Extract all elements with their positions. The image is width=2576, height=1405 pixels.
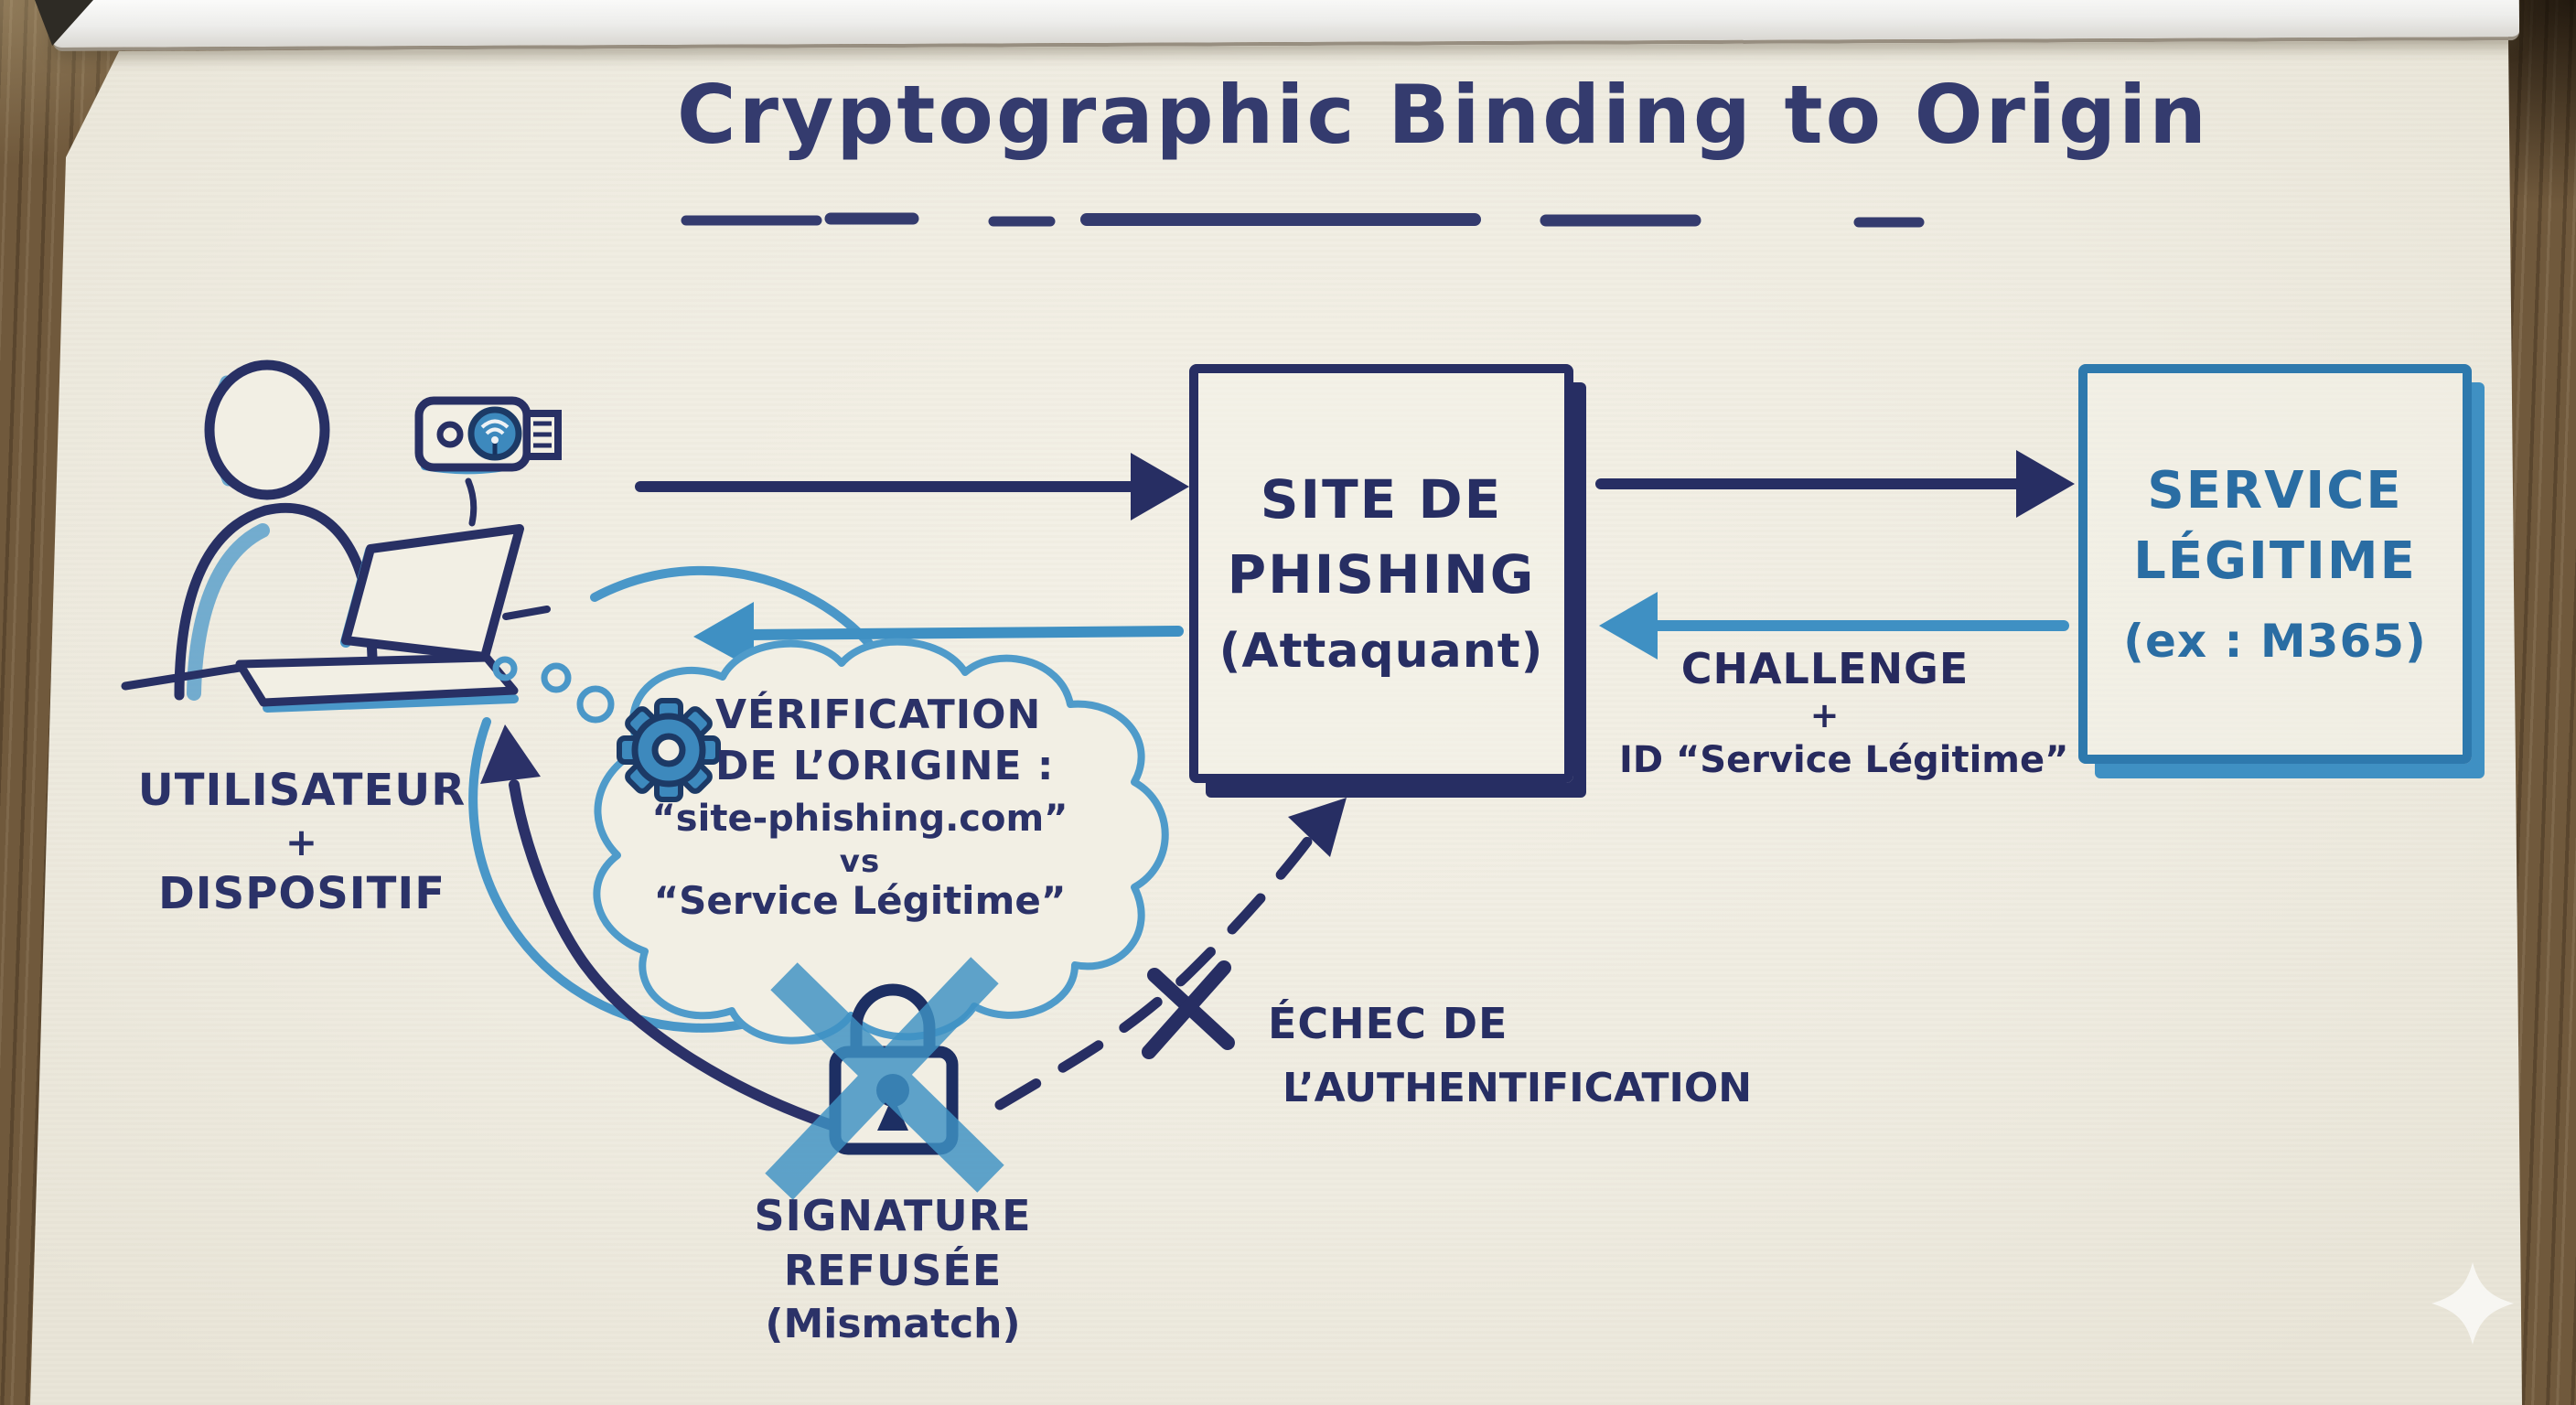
signature-line3: (Mismatch) xyxy=(765,1301,1021,1347)
failure-x-icon xyxy=(1142,960,1235,1059)
signature-refused-label: SIGNATURE REFUSÉE (Mismatch) xyxy=(692,1191,1094,1347)
user-label-line3: DISPOSITIF xyxy=(157,868,446,919)
challenge-label: CHALLENGE + ID “Service Légitime” xyxy=(1619,644,2069,781)
legit-service-box: SERVICE LÉGITIME (ex : M365) xyxy=(2078,364,2472,764)
arrow-service-to-phishing xyxy=(1599,592,2069,660)
signature-line2: REFUSÉE xyxy=(783,1246,1003,1295)
verification-line2: DE L’ORIGINE : xyxy=(715,743,1055,789)
user-label-line1: UTILISATEUR xyxy=(137,765,467,816)
signature-line1: SIGNATURE xyxy=(754,1191,1032,1240)
arrow-user-to-phishing xyxy=(635,453,1189,520)
auth-failure-label: ÉCHEC DE L’AUTHENTIFICATION xyxy=(1268,999,1752,1111)
laptop-icon xyxy=(121,524,551,713)
gear-icon xyxy=(617,698,721,802)
x-over-lock-icon xyxy=(765,957,1004,1200)
service-line3: (ex : M365) xyxy=(2123,614,2427,668)
sparkle-icon xyxy=(2431,1262,2514,1345)
phishing-line1: SITE DE xyxy=(1260,468,1503,531)
phishing-line2: PHISHING xyxy=(1227,543,1536,606)
user-device-label: UTILISATEUR + DISPOSITIF xyxy=(101,765,503,919)
challenge-line1: CHALLENGE xyxy=(1680,644,1970,693)
verification-line4: vs xyxy=(839,843,881,880)
phishing-line3: (Attaquant) xyxy=(1218,624,1544,679)
verification-line1: VÉRIFICATION xyxy=(715,692,1042,738)
security-key-icon xyxy=(414,396,562,527)
service-line2: LÉGITIME xyxy=(2133,531,2417,591)
failed-auth-arrow xyxy=(994,798,1347,1110)
challenge-line3: ID “Service Légitime” xyxy=(1619,739,2069,781)
verification-line5: “Service Légitime” xyxy=(653,878,1067,923)
verification-line3: “site-phishing.com” xyxy=(651,798,1068,840)
user-label-line2: + xyxy=(284,820,319,864)
service-line1: SERVICE xyxy=(2147,460,2403,520)
thought-dots xyxy=(492,656,615,724)
phishing-site-box: SITE DE PHISHING (Attaquant) xyxy=(1189,364,1573,783)
page-title: Cryptographic Binding to Origin xyxy=(677,68,2209,162)
padlock-icon xyxy=(765,957,1004,1200)
title-underline xyxy=(681,212,1925,228)
thought-cloud xyxy=(593,638,1169,1045)
failure-line2: L’AUTHENTIFICATION xyxy=(1283,1065,1753,1111)
return-arrow xyxy=(480,724,843,1132)
arrow-phishing-to-service xyxy=(1595,450,2075,518)
arrow-phishing-to-user xyxy=(693,602,1184,670)
failure-line1: ÉCHEC DE xyxy=(1268,999,1508,1048)
challenge-line2: + xyxy=(1809,695,1841,735)
